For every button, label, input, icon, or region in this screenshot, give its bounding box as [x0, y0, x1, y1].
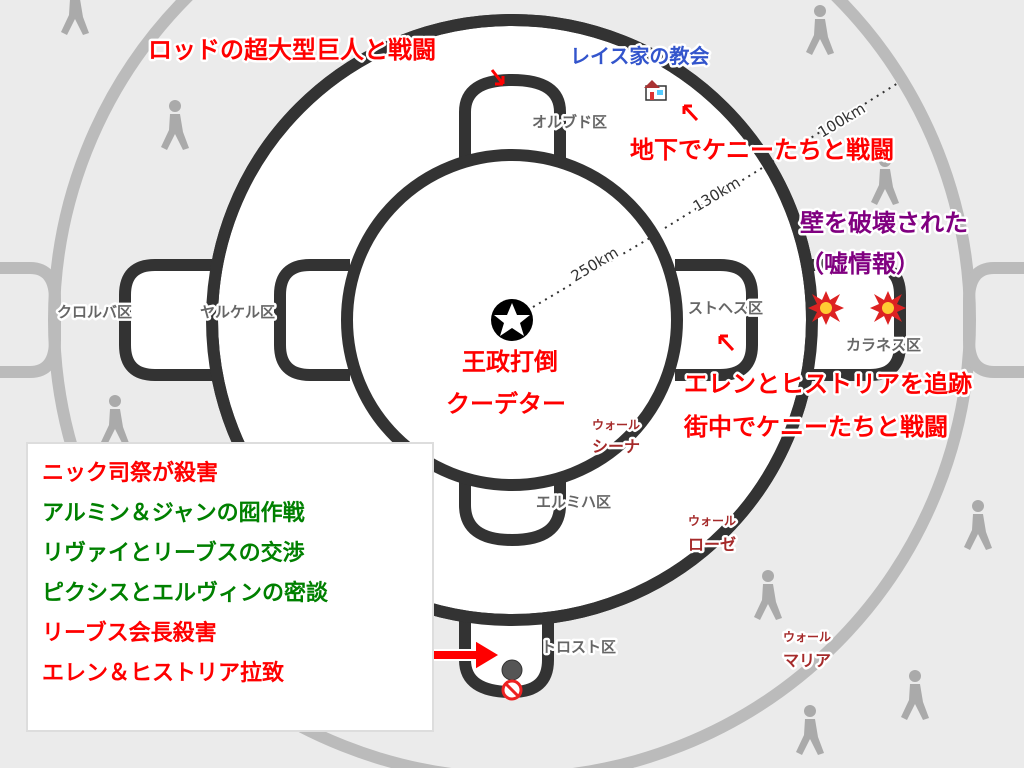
yarckel-district-wall — [274, 259, 350, 381]
district-trost: トロスト区 — [541, 638, 616, 656]
district-krolva: クロルバ区 — [57, 303, 132, 321]
legend-item: アルミン＆ジャンの囮作戦 — [42, 501, 305, 526]
district-ermich: エルミハ区 — [536, 493, 611, 511]
stohess-district-wall — [675, 259, 758, 381]
annotation-chase: エレンとヒストリアを追跡 — [684, 370, 972, 398]
wall-maria-name: マリア — [783, 651, 831, 670]
explosion-icon — [808, 291, 906, 325]
events-legend: ニック司祭が殺害 アルミン＆ジャンの囮作戦 リヴァイとリーブスの交渉 ピクシスと… — [26, 442, 434, 732]
wall-rose-name: ローゼ — [688, 535, 736, 554]
distance-lines — [532, 82, 899, 308]
titan-walker-icons — [61, 0, 992, 755]
arrow-icons — [490, 69, 735, 352]
district-karanes: カラネス区 — [846, 336, 921, 354]
church-icon — [644, 80, 667, 101]
legend-item: エレン＆ヒストリア拉致 — [42, 661, 285, 686]
legend-item: ピクシスとエルヴィンの密談 — [42, 581, 329, 606]
annotation-false-info: （嘘情報） — [800, 250, 920, 278]
wall-rose-prefix: ウォール — [688, 514, 736, 528]
annotation-coup-2: クーデター — [446, 390, 566, 418]
maria-district-right — [963, 262, 1024, 378]
district-orvud: オルブド区 — [532, 113, 607, 131]
district-stohess: ストヘス区 — [688, 299, 763, 317]
wall-maria-prefix: ウォール — [783, 630, 831, 644]
annotation-city-battle: 街中でケニーたちと戦闘 — [683, 413, 948, 441]
district-yarckel: ヤルケル区 — [200, 303, 275, 321]
orvud-district-wall — [459, 73, 566, 170]
annotation-coup-1: 王政打倒 — [462, 348, 558, 376]
legend-item: リヴァイとリーブスの交渉 — [42, 541, 305, 566]
legend-item: ニック司祭が殺害 — [42, 461, 219, 486]
krolva-district-wall — [119, 259, 212, 381]
boulder-icon — [501, 659, 523, 681]
annotation-underground-battle: 地下でケニーたちと戦闘 — [630, 136, 894, 164]
annotation-rod-battle: ロッドの超大型巨人と戦闘 — [148, 36, 436, 64]
annotation-wall-destroyed: 壁を破壊された — [800, 209, 968, 237]
legend-item: リーブス会長殺害 — [42, 621, 217, 646]
wall-sina-prefix: ウォール — [592, 418, 640, 432]
wall-sina-name: シーナ — [592, 437, 640, 456]
prohibited-icon — [501, 679, 523, 701]
annotation-reiss-church: レイス家の教会 — [570, 44, 709, 68]
maria-district-left — [0, 262, 61, 378]
